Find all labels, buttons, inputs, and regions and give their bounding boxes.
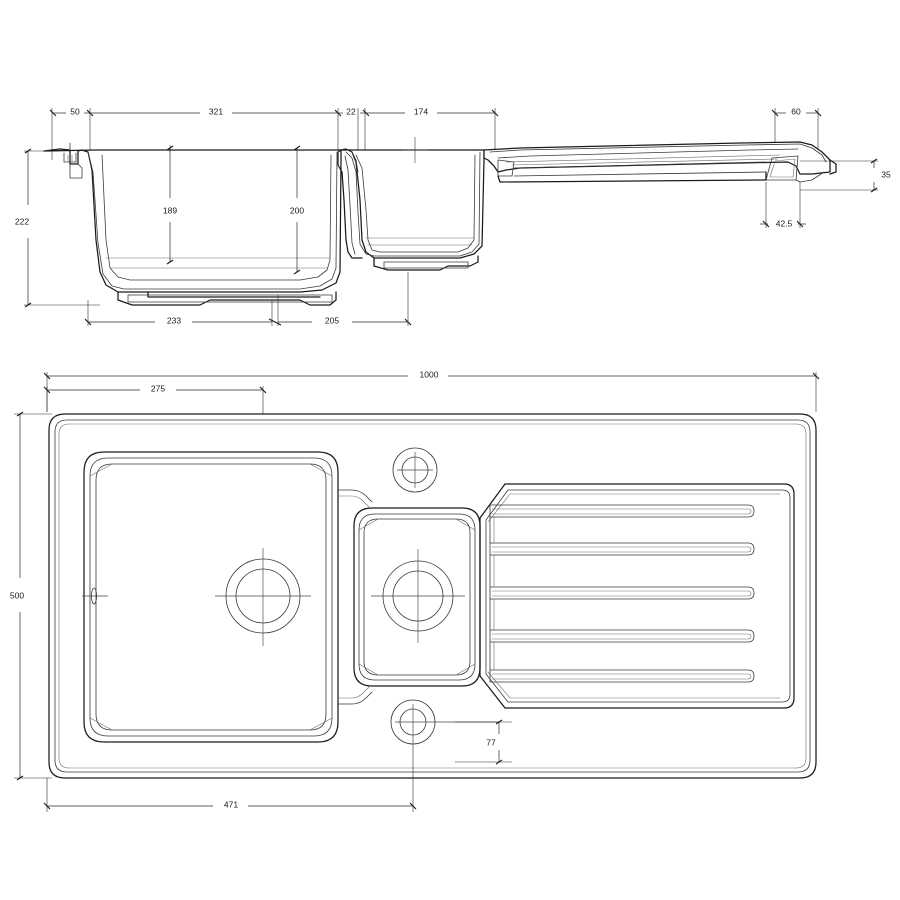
half-bowl-drain [371, 549, 465, 643]
plan-half-bowl [353, 507, 481, 687]
main-bowl-drain [215, 548, 311, 646]
overflow-slot [82, 587, 108, 605]
drainer-groove-1 [489, 504, 755, 518]
section-main-bowl [43, 142, 342, 306]
dim-label-189: 189 [163, 205, 177, 215]
dim-label-275: 275 [151, 383, 165, 393]
section-top-dimensions: 50 321 22 174 [49, 106, 822, 160]
plan-view: 1000 275 500 [10, 369, 820, 812]
section-height-dimension: 222 [15, 148, 100, 308]
drainer-groove-2 [489, 542, 755, 556]
dim-label-174: 174 [414, 106, 428, 116]
drainer-groove-5 [489, 669, 755, 683]
tap-hole-upper [392, 447, 438, 493]
dim-label-1000: 1000 [420, 369, 439, 379]
dim-label-60: 60 [791, 106, 801, 116]
drainer-groove-3 [489, 586, 755, 600]
section-bottom-dimensions: 233 205 [84, 272, 412, 326]
dimension-189: 189 [163, 145, 177, 265]
dim-label-233: 233 [167, 315, 181, 325]
plan-471-dimension: 471 [43, 740, 417, 812]
plan-drainer [479, 483, 795, 709]
plan-main-bowl [82, 451, 339, 743]
plan-77-dimension: 77 [455, 719, 512, 765]
section-view: 50 321 22 174 [15, 106, 891, 326]
dimension-200: 200 [290, 145, 304, 275]
dim-label-321: 321 [209, 106, 223, 116]
dim-label-77: 77 [486, 737, 496, 747]
drainer-groove-4 [489, 629, 755, 643]
section-drainer [483, 141, 837, 183]
dimension-35: 35 [800, 158, 891, 193]
dimension-42-5: 42.5 [760, 182, 806, 228]
dim-label-500: 500 [10, 590, 24, 600]
dim-label-50: 50 [70, 106, 80, 116]
dim-label-200: 200 [290, 205, 304, 215]
plan-ledges [337, 489, 373, 705]
plan-depth-dimension: 500 [10, 411, 52, 781]
plan-width-dimension: 1000 [43, 369, 820, 412]
dim-label-22: 22 [346, 106, 356, 116]
dim-label-222: 222 [15, 216, 29, 226]
dim-label-205: 205 [325, 315, 339, 325]
dim-label-471: 471 [224, 799, 238, 809]
section-half-bowl [337, 148, 485, 271]
section-centermark [402, 137, 428, 163]
dim-label-35: 35 [881, 169, 891, 179]
dim-label-42-5: 42.5 [776, 218, 793, 228]
